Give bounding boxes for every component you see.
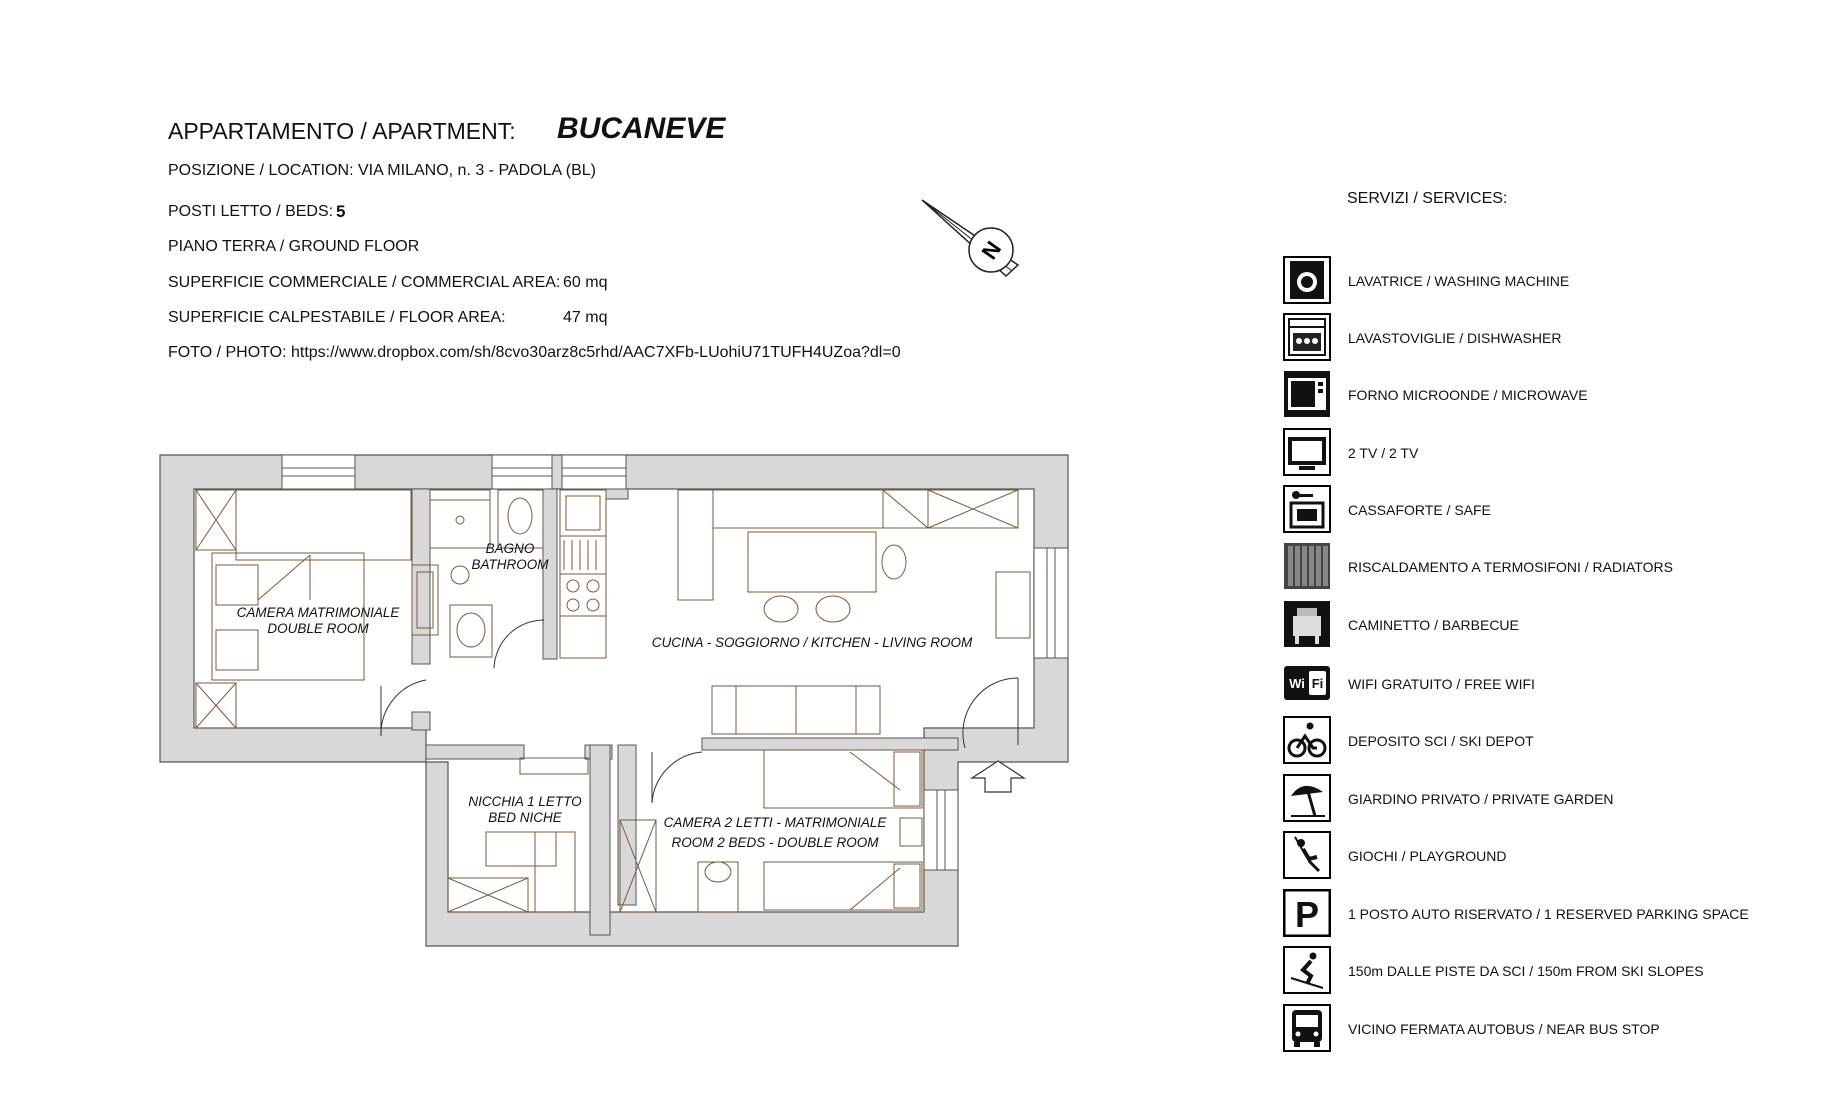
swing-icon	[1283, 831, 1331, 879]
north-compass-icon: N	[921, 199, 1020, 278]
service-item: CASSAFORTE / SAFE	[1283, 485, 1803, 535]
service-item: 2 TV / 2 TV	[1283, 428, 1803, 478]
service-item: LAVATRICE / WASHING MACHINE	[1283, 256, 1803, 306]
service-label: GIARDINO PRIVATO / PRIVATE GARDEN	[1348, 791, 1614, 807]
service-item: GIOCHI / PLAYGROUND	[1283, 831, 1803, 881]
room-label-bed-niche-2: BED NICHE	[488, 810, 563, 825]
parking-icon-letter: P	[1295, 894, 1319, 935]
service-label: LAVASTOVIGLIE / DISHWASHER	[1348, 330, 1562, 346]
service-label: RISCALDAMENTO A TERMOSIFONI / RADIATORS	[1348, 559, 1673, 575]
bicycle-icon	[1283, 716, 1331, 764]
skier-icon	[1283, 946, 1331, 994]
location-text: POSIZIONE / LOCATION: VIA MILANO, n. 3 -…	[168, 162, 596, 179]
service-label: GIOCHI / PLAYGROUND	[1348, 848, 1507, 864]
washing-machine-icon	[1283, 256, 1331, 304]
room-label-kitchen-living: CUCINA - SOGGIORNO / KITCHEN - LIVING RO…	[652, 635, 973, 650]
service-label: 2 TV / 2 TV	[1348, 445, 1419, 461]
service-item: FORNO MICROONDE / MICROWAVE	[1283, 370, 1803, 420]
umbrella-icon	[1283, 774, 1331, 822]
service-label: 1 POSTO AUTO RISERVATO / 1 RESERVED PARK…	[1348, 906, 1749, 922]
room-label-double-room-1: CAMERA MATRIMONIALE	[237, 605, 401, 620]
service-item: P 1 POSTO AUTO RISERVATO / 1 RESERVED PA…	[1283, 889, 1803, 939]
service-item: DEPOSITO SCI / SKI DEPOT	[1283, 716, 1803, 766]
service-item: RISCALDAMENTO A TERMOSIFONI / RADIATORS	[1283, 542, 1803, 592]
floor-text: PIANO TERRA / GROUND FLOOR	[168, 238, 420, 255]
microwave-icon	[1284, 371, 1330, 417]
service-label: FORNO MICROONDE / MICROWAVE	[1348, 387, 1588, 403]
service-label: CAMINETTO / BARBECUE	[1348, 617, 1519, 633]
radiator-icon	[1284, 543, 1330, 589]
room-label-room-2-beds-2: ROOM 2 BEDS - DOUBLE ROOM	[671, 835, 879, 850]
service-label: VICINO FERMATA AUTOBUS / NEAR BUS STOP	[1348, 1021, 1660, 1037]
room-label-bed-niche-1: NICCHIA 1 LETTO	[468, 794, 582, 809]
wifi-icon: Wi Fi	[1284, 666, 1330, 700]
service-item: LAVASTOVIGLIE / DISHWASHER	[1283, 313, 1803, 363]
dishwasher-icon	[1283, 313, 1331, 361]
svg-text:Fi: Fi	[1312, 676, 1324, 691]
apartment-name: BUCANEVE	[557, 112, 726, 145]
furniture	[195, 489, 1031, 913]
commercial-area-label: SUPERFICIE COMMERCIALE / COMMERCIAL AREA…	[168, 274, 561, 291]
beds-value: 5	[336, 202, 346, 221]
service-item: Wi Fi WIFI GRATUITO / FREE WIFI	[1283, 659, 1803, 709]
safe-icon	[1283, 485, 1331, 533]
beds-label: POSTI LETTO / BEDS:	[168, 203, 334, 220]
service-label: CASSAFORTE / SAFE	[1348, 502, 1491, 518]
service-label: 150m DALLE PISTE DA SCI / 150m FROM SKI …	[1348, 963, 1704, 979]
commercial-area-value: 60 mq	[563, 274, 608, 291]
photo-link[interactable]: FOTO / PHOTO: https://www.dropbox.com/sh…	[168, 344, 901, 361]
service-item: CAMINETTO / BARBECUE	[1283, 600, 1803, 650]
floor-area-value: 47 mq	[563, 309, 608, 326]
room-label-double-room-2: DOUBLE ROOM	[267, 621, 369, 636]
service-label: LAVATRICE / WASHING MACHINE	[1348, 273, 1570, 289]
title-label: APPARTAMENTO / APARTMENT:	[168, 118, 516, 144]
service-label: WIFI GRATUITO / FREE WIFI	[1348, 676, 1535, 692]
room-label-bathroom-2: BATHROOM	[472, 557, 550, 572]
barbecue-icon	[1284, 601, 1330, 647]
floor-area-label: SUPERFICIE CALPESTABILE / FLOOR AREA:	[168, 309, 506, 326]
tv-icon	[1283, 428, 1331, 476]
services-title: SERVIZI / SERVICES:	[1347, 190, 1508, 207]
service-label: DEPOSITO SCI / SKI DEPOT	[1348, 733, 1534, 749]
entrance-arrow-icon	[969, 760, 1027, 793]
parking-icon: P	[1283, 889, 1331, 937]
service-item: VICINO FERMATA AUTOBUS / NEAR BUS STOP	[1283, 1004, 1803, 1054]
walls	[159, 454, 1069, 947]
service-item: GIARDINO PRIVATO / PRIVATE GARDEN	[1283, 774, 1803, 824]
service-item: 150m DALLE PISTE DA SCI / 150m FROM SKI …	[1283, 946, 1803, 996]
room-label-bathroom-1: BAGNO	[486, 541, 535, 556]
bus-icon	[1283, 1004, 1331, 1052]
room-label-room-2-beds-1: CAMERA 2 LETTI - MATRIMONIALE	[664, 815, 888, 830]
svg-text:Wi: Wi	[1289, 676, 1305, 691]
